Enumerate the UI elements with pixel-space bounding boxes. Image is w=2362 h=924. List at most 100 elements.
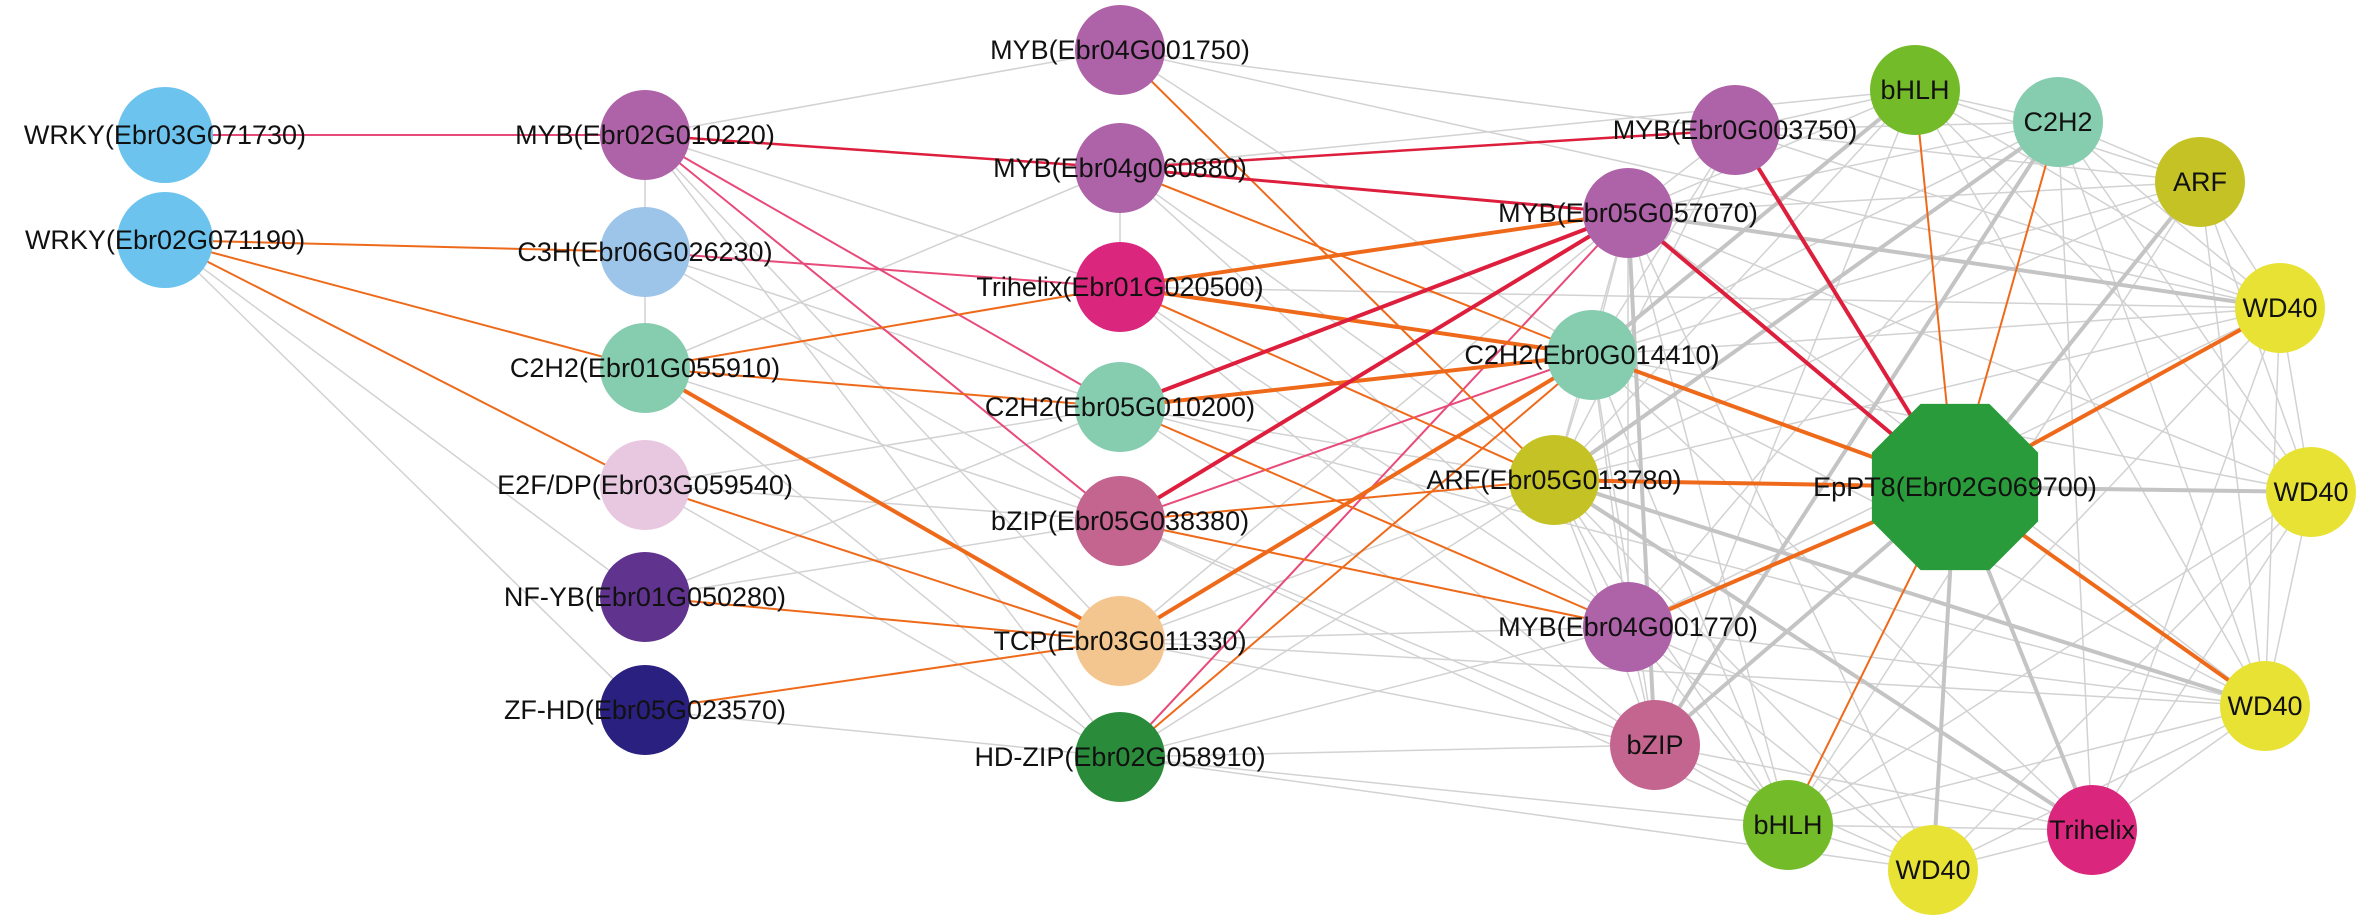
edge-hdzip-arf_ebr05g013780 bbox=[1119, 479, 1555, 758]
edge-hdzip-bzip_small bbox=[1119, 744, 1656, 758]
node-shape-hdzip bbox=[1075, 712, 1165, 802]
node-myb-ebr04g060880: MYB(Ebr04g060880) bbox=[993, 123, 1247, 213]
node-bzip-small: bZIP bbox=[1610, 700, 1700, 790]
node-shape-myb-ebr04g001770 bbox=[1583, 582, 1673, 672]
node-shape-myb-ebr04g001750 bbox=[1075, 5, 1165, 95]
node-shape-arf-ebr05g013780 bbox=[1509, 435, 1599, 525]
node-label-bzip-small: bZIP bbox=[1626, 730, 1683, 760]
node-shape-e2fdp bbox=[600, 440, 690, 530]
edge-trihelix_ebr01g020500-wd40_1 bbox=[1119, 286, 2281, 309]
edge-c2h2_ebr0g014410-trihelix_small bbox=[1591, 354, 2093, 831]
edge-myb_ebr04g001750-c2h2_ebr0g014410 bbox=[1119, 49, 1593, 356]
edge-myb_ebr04g001750-arf_ebr05g013780 bbox=[1119, 49, 1555, 481]
edge-c2h2_ebr0g014410-wd40_1 bbox=[1591, 307, 2281, 356]
node-label-bzip-ebr05g038380: bZIP(Ebr05G038380) bbox=[991, 506, 1249, 536]
node-shape-wrky2 bbox=[117, 192, 213, 288]
edge-myb_ebr04g060880-myb_ebr0g003750 bbox=[1118, 128, 1737, 170]
node-label-hdzip: HD-ZIP(Ebr02G058910) bbox=[974, 742, 1265, 772]
edge-c2h2_small-wd40_1 bbox=[2057, 121, 2281, 309]
node-nfyb: NF-YB(Ebr01G050280) bbox=[504, 552, 786, 642]
edge-myb_ebr04g060880-bhlh_top bbox=[1119, 89, 1916, 169]
edge-c2h2_ebr0g014410-c2h2_small bbox=[1591, 121, 2059, 356]
edge-c2h2_ebr0g014410-bzip_small bbox=[1591, 354, 1656, 746]
node-label-trihelix-ebr01g020500: Trihelix(Ebr01G020500) bbox=[976, 272, 1263, 302]
edge-myb_ebr04g060880-c2h2_ebr0g014410 bbox=[1119, 167, 1593, 356]
edge-myb_ebr05g057070-bhlh_bottom bbox=[1627, 212, 1789, 826]
node-wd40-3: WD40 bbox=[2220, 661, 2310, 751]
node-zfhd: ZF-HD(Ebr05G023570) bbox=[504, 665, 786, 755]
node-shape-c2h2-ebr05g010200 bbox=[1075, 362, 1165, 452]
node-myb-ebr05g057070: MYB(Ebr05G057070) bbox=[1498, 168, 1758, 258]
edge-tcp-myb_ebr05g057070 bbox=[1119, 212, 1629, 642]
edge-zfhd-hdzip bbox=[644, 709, 1121, 758]
edge-c2h2_ebr01g055910-tcp bbox=[643, 366, 1122, 643]
edge-myb_ebr05g057070-wd40_4 bbox=[1627, 212, 1934, 871]
edge-e2fdp-hdzip bbox=[644, 484, 1121, 758]
node-shape-bzip-small bbox=[1610, 700, 1700, 790]
edge-hdzip-c2h2_ebr0g014410 bbox=[1119, 354, 1593, 758]
node-bhlh-top: bHLH bbox=[1870, 45, 1960, 135]
node-wrky1: WRKY(Ebr03G071730) bbox=[24, 87, 306, 183]
edge-bzip_small-c2h2_small bbox=[1653, 120, 2060, 747]
edge-wd40_2-wd40_4 bbox=[1932, 491, 2312, 871]
edge-myb_ebr04g001750-wd40_1 bbox=[1119, 49, 2281, 309]
node-shape-trihelix-ebr01g020500 bbox=[1075, 242, 1165, 332]
edge-hdzip-bhlh_bottom bbox=[1119, 756, 1789, 826]
edge-trihelix_ebr01g020500-myb_ebr05g057070 bbox=[1118, 211, 1630, 289]
node-wd40-2: WD40 bbox=[2266, 447, 2356, 537]
node-myb-ebr0g003750: MYB(Ebr0G003750) bbox=[1613, 85, 1858, 175]
edge-c2h2_ebr01g055910-bzip_ebr05g038380 bbox=[644, 367, 1121, 522]
edge-c2h2_small-trihelix_small bbox=[2057, 121, 2093, 831]
node-shape-myb-ebr02g010220 bbox=[600, 90, 690, 180]
edge-c2h2_ebr0g014410-arf_small bbox=[1591, 181, 2201, 356]
edge-arf_ebr05g013780-arf_small bbox=[1553, 181, 2201, 481]
node-shape-c2h2-ebr0g014410 bbox=[1547, 310, 1637, 400]
node-label-myb-ebr0g003750: MYB(Ebr0G003750) bbox=[1613, 115, 1858, 145]
edge-c2h2_ebr0g014410-myb_ebr04g001770 bbox=[1591, 354, 1629, 628]
edge-c2h2_ebr01g055910-c2h2_ebr05g010200 bbox=[644, 367, 1121, 408]
edge-trihelix_ebr01g020500-bzip_small bbox=[1119, 286, 1656, 746]
edge-wd40_2-bhlh_bottom bbox=[1787, 491, 2312, 826]
node-layer: WRKY(Ebr03G071730)WRKY(Ebr02G071190)MYB(… bbox=[24, 5, 2356, 915]
edge-arf_ebr05g013780-bhlh_top bbox=[1553, 89, 1916, 481]
node-label-bhlh-top: bHLH bbox=[1880, 75, 1949, 105]
edge-c2h2_ebr01g055910-myb_ebr04g060880 bbox=[644, 167, 1121, 369]
edge-wd40_1-bhlh_bottom bbox=[1787, 307, 2281, 826]
edge-tcp-bzip_small bbox=[1119, 640, 1656, 746]
edge-wd40_1-trihelix_small bbox=[2091, 307, 2281, 831]
edge-myb_ebr04g001770-wd40_4 bbox=[1627, 626, 1934, 871]
edge-bhlh_top-wd40_3 bbox=[1914, 89, 2266, 707]
edge-bzip_ebr05g038380-c2h2_ebr0g014410 bbox=[1119, 354, 1593, 522]
edge-tcp-myb_ebr04g001770 bbox=[1119, 626, 1629, 642]
edge-nfyb-tcp bbox=[644, 596, 1121, 642]
edge-c3h-trihelix_ebr01g020500 bbox=[644, 251, 1121, 288]
node-shape-wrky1 bbox=[117, 87, 213, 183]
node-c2h2-ebr0g014410: C2H2(Ebr0G014410) bbox=[1464, 310, 1720, 400]
node-label-trihelix-small: Trihelix bbox=[2049, 815, 2136, 845]
edge-myb_ebr04g060880-myb_ebr04g001770 bbox=[1119, 167, 1629, 628]
edge-c2h2_ebr05g010200-myb_ebr04g001770 bbox=[1119, 406, 1629, 628]
node-shape-arf-small bbox=[2155, 137, 2245, 227]
edge-tcp-c2h2_ebr0g014410 bbox=[1118, 353, 1594, 643]
edge-bzip_small-bhlh_top bbox=[1654, 89, 1916, 746]
node-hub: EpPT8(Ebr02G069700) bbox=[1813, 403, 2097, 571]
edge-myb_ebr05g057070-wd40_1 bbox=[1626, 211, 2282, 310]
node-shape-myb-ebr05g057070 bbox=[1583, 168, 1673, 258]
edge-c3h-c2h2_ebr05g010200 bbox=[644, 251, 1121, 408]
node-label-myb-ebr05g057070: MYB(Ebr05G057070) bbox=[1498, 198, 1758, 228]
node-label-zfhd: ZF-HD(Ebr05G023570) bbox=[504, 695, 786, 725]
node-label-bhlh-bottom: bHLH bbox=[1753, 810, 1822, 840]
node-label-arf-ebr05g013780: ARF(Ebr05G013780) bbox=[1426, 465, 1681, 495]
edge-wrky2-zfhd bbox=[164, 239, 646, 711]
edge-wrky2-e2fdp bbox=[164, 239, 646, 486]
edge-bzip_ebr05g038380-arf_ebr05g013780 bbox=[1119, 479, 1555, 522]
edge-arf_small-wd40_3 bbox=[2199, 181, 2266, 707]
node-label-wrky1: WRKY(Ebr03G071730) bbox=[24, 120, 306, 150]
edge-myb_ebr04g001770-trihelix_small bbox=[1627, 626, 2093, 831]
edge-arf_ebr05g013780-wd40_3 bbox=[1552, 478, 2267, 708]
node-label-hub: EpPT8(Ebr02G069700) bbox=[1813, 472, 2097, 502]
edge-nfyb-bzip_ebr05g038380 bbox=[644, 520, 1121, 598]
edge-c2h2_ebr05g010200-wd40_3 bbox=[1119, 406, 2266, 707]
node-c2h2-ebr05g010200: C2H2(Ebr05G010200) bbox=[985, 362, 1255, 452]
node-label-myb-ebr04g001750: MYB(Ebr04G001750) bbox=[990, 35, 1250, 65]
